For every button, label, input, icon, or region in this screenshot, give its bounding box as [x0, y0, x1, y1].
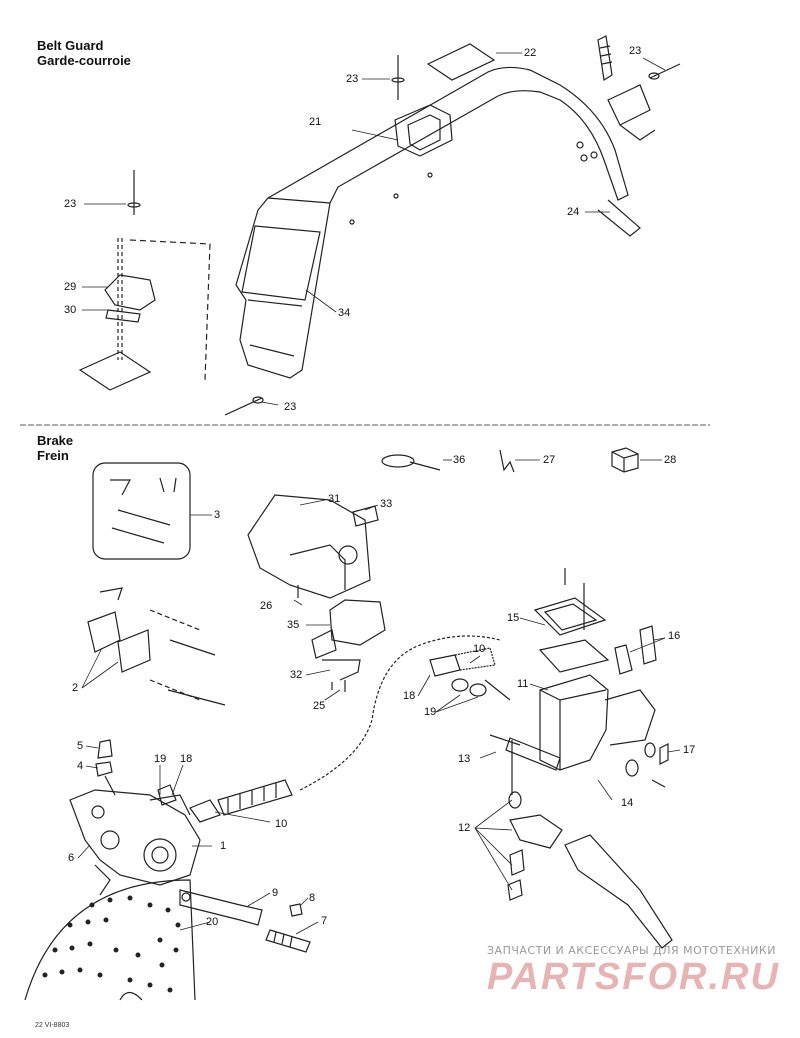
banjo-fittings-right: [429, 647, 511, 701]
brake-hose-fitting-left: [157, 779, 293, 823]
callout-28: 28: [664, 454, 677, 466]
callout-25: 25: [313, 700, 326, 712]
belt-guard-title-fr: Garde-courroie: [37, 53, 131, 68]
belt-guard-title-en: Belt Guard: [37, 38, 104, 53]
callout-32: 32: [290, 669, 303, 681]
part-8-nut: [289, 903, 303, 917]
callout-14: 14: [621, 797, 634, 809]
callout-4: 4: [77, 760, 84, 772]
part-22-pad: [426, 43, 496, 81]
part-29-30-bracket: [78, 170, 211, 391]
part-17-seals: [625, 742, 669, 788]
part-35-switch: [311, 599, 386, 681]
part-1-caliper: [69, 789, 201, 896]
callout-20: 20: [206, 916, 219, 928]
part-23-rivet-bottom: [224, 396, 264, 416]
callout-34: 34: [338, 307, 351, 319]
callout-5: 5: [77, 740, 84, 752]
callout-33: 33: [380, 498, 393, 510]
callout-30: 30: [64, 304, 77, 316]
callout-9: 9: [272, 887, 279, 899]
callout-18: 18: [403, 690, 416, 702]
callout-10: 10: [275, 818, 288, 830]
callout-18: 18: [180, 753, 193, 765]
callout-22: 22: [524, 47, 537, 59]
callout-3: 3: [214, 509, 221, 521]
watermark-logo: PARTSFOR.RU: [487, 956, 780, 998]
callout-2: 2: [72, 682, 79, 694]
part-2-pads: [87, 587, 226, 706]
brake-title-en: Brake: [37, 433, 74, 448]
callout-15: 15: [507, 612, 520, 624]
callout-10: 10: [473, 643, 486, 655]
figure-code: 22 VI-8803: [35, 1022, 70, 1029]
callout-29: 29: [64, 281, 77, 293]
part-13-pushrod: [489, 734, 561, 771]
part-27-clip: [499, 449, 515, 473]
brake-title: Brake Frein: [37, 433, 73, 463]
callout-13: 13: [458, 753, 471, 765]
part-28-block: [611, 447, 639, 473]
callout-7: 7: [321, 915, 328, 927]
part-7-bolt: [265, 929, 311, 953]
callout-36: 36: [453, 454, 466, 466]
part-9-bracket: [179, 889, 263, 926]
callout-31: 31: [328, 493, 341, 505]
part-11-master-cylinder: [533, 568, 657, 771]
callout-23: 23: [346, 73, 359, 85]
upper-right-hardware: [597, 35, 681, 141]
callout-35: 35: [287, 619, 300, 631]
part-12-lever: [507, 740, 673, 949]
callout-21: 21: [309, 116, 322, 128]
callout-1: 1: [220, 840, 227, 852]
callout-26: 26: [260, 600, 273, 612]
callout-17: 17: [683, 744, 696, 756]
callout-23: 23: [629, 45, 642, 57]
callout-11: 11: [517, 678, 529, 690]
callout-23: 23: [64, 198, 77, 210]
callout-8: 8: [309, 892, 316, 904]
callout-6: 6: [68, 852, 75, 864]
watermark-tagline: ЗАПЧАСТИ И АКСЕССУАРЫ ДЛЯ МОТОТЕХНИКИ: [487, 944, 776, 957]
belt-guard-body: [235, 66, 641, 379]
belt-guard-title: Belt Guard Garde-courroie: [37, 38, 131, 68]
part-23-rivet-top: [391, 55, 405, 100]
callout-16: 16: [668, 630, 681, 642]
callout-12: 12: [458, 822, 471, 834]
callout-27: 27: [543, 454, 556, 466]
part-20-disc: [24, 879, 196, 1001]
brake-title-fr: Frein: [37, 448, 69, 463]
brake-hose: [299, 635, 501, 791]
part-4-5-bleeder: [95, 739, 116, 796]
callout-19: 19: [424, 706, 437, 718]
part-3-kit: [92, 462, 191, 560]
part-36-cable-tie: [381, 454, 441, 471]
callout-19: 19: [154, 753, 167, 765]
callout-24: 24: [567, 206, 580, 218]
part-31-housing: [247, 494, 379, 599]
callout-23: 23: [284, 401, 297, 413]
